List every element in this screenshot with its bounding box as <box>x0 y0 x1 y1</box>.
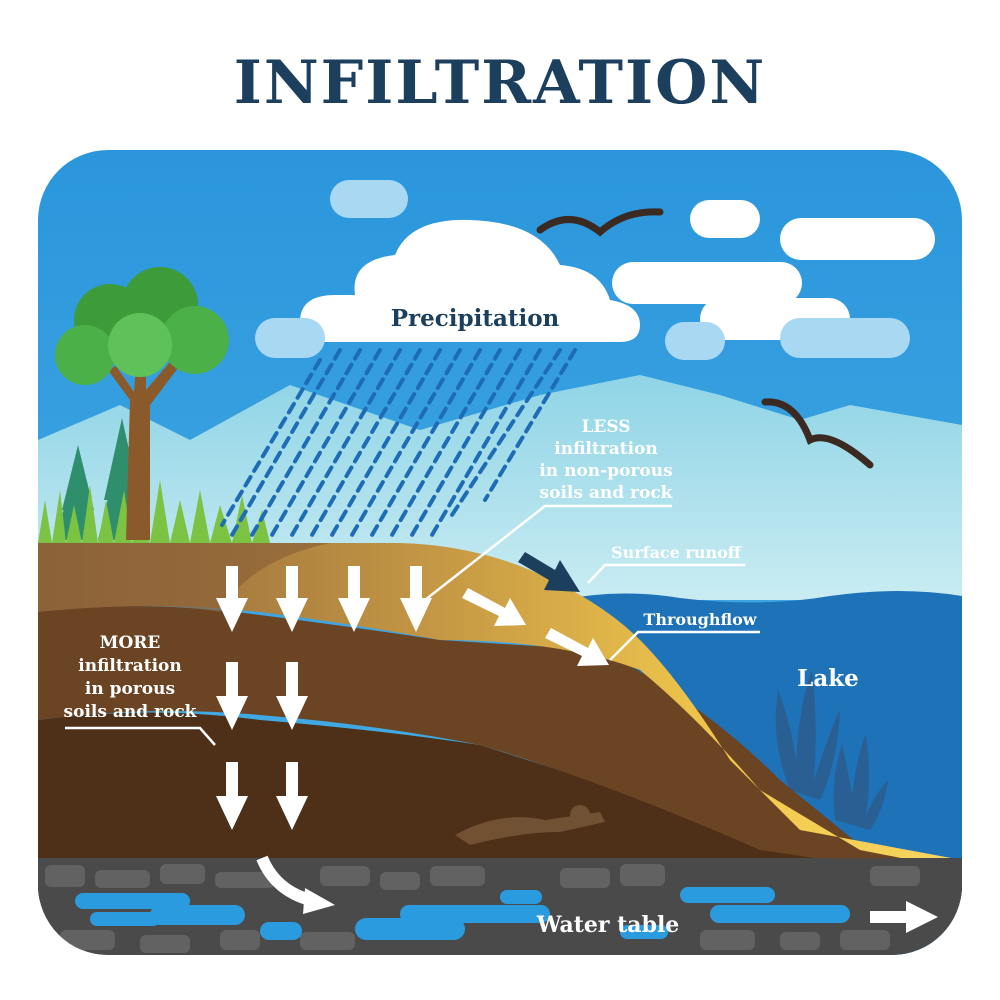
bird-icon <box>536 208 664 237</box>
bird-icon <box>761 398 874 469</box>
surface-runoff-label: Surface runoff <box>611 543 742 562</box>
arrow-right-icon <box>870 901 938 933</box>
arrow-down-icon <box>216 662 248 730</box>
label-line: infiltration <box>554 439 657 459</box>
arrow-diagonal-icon <box>462 588 526 626</box>
precipitation-label: Precipitation <box>391 305 560 332</box>
throughflow-label: Throughflow <box>643 610 757 629</box>
arrow-down-icon <box>276 662 308 730</box>
tree <box>55 267 229 540</box>
soil-middle-layer <box>38 606 962 880</box>
precipitation-cloud <box>300 219 640 342</box>
leader-lines <box>65 504 760 746</box>
arrow-down-icon <box>400 566 432 632</box>
fossil-icon <box>455 805 605 845</box>
groundwater-pockets <box>75 887 850 940</box>
water-table-label: Water table <box>536 912 680 938</box>
bedrock-stones <box>45 864 920 953</box>
label-line: MORE <box>100 633 161 653</box>
arrow-down-icon <box>216 762 248 830</box>
infiltration-arrows <box>216 566 938 933</box>
lake-plants <box>775 670 888 830</box>
label-line: infiltration <box>78 656 181 676</box>
arrow-down-icon <box>276 762 308 830</box>
diagram-title: INFILTRATION <box>233 48 767 118</box>
label-line: soils and rock <box>64 702 198 722</box>
grass <box>38 480 270 543</box>
runoff-arrow-icon <box>518 552 580 592</box>
faint-clouds <box>255 180 910 360</box>
less-infiltration-label: LESS infiltration in non-porous soils an… <box>539 417 673 503</box>
lake-label: Lake <box>797 665 859 692</box>
arrow-diagonal-icon <box>545 628 609 666</box>
label-line: LESS <box>581 417 630 437</box>
arrow-down-icon <box>338 566 370 632</box>
rain-streaks <box>220 348 577 537</box>
arrow-curve-icon <box>256 855 335 914</box>
label-line: in non-porous <box>539 461 672 481</box>
label-line: in porous <box>85 679 175 699</box>
soil-deep-layer <box>38 712 962 900</box>
more-infiltration-label: MORE infiltration in porous soils and ro… <box>64 633 198 722</box>
arrow-down-icon <box>276 566 308 632</box>
arrow-down-icon <box>216 566 248 632</box>
birds <box>536 208 874 469</box>
clouds <box>300 200 935 342</box>
label-line: soils and rock <box>540 483 674 503</box>
